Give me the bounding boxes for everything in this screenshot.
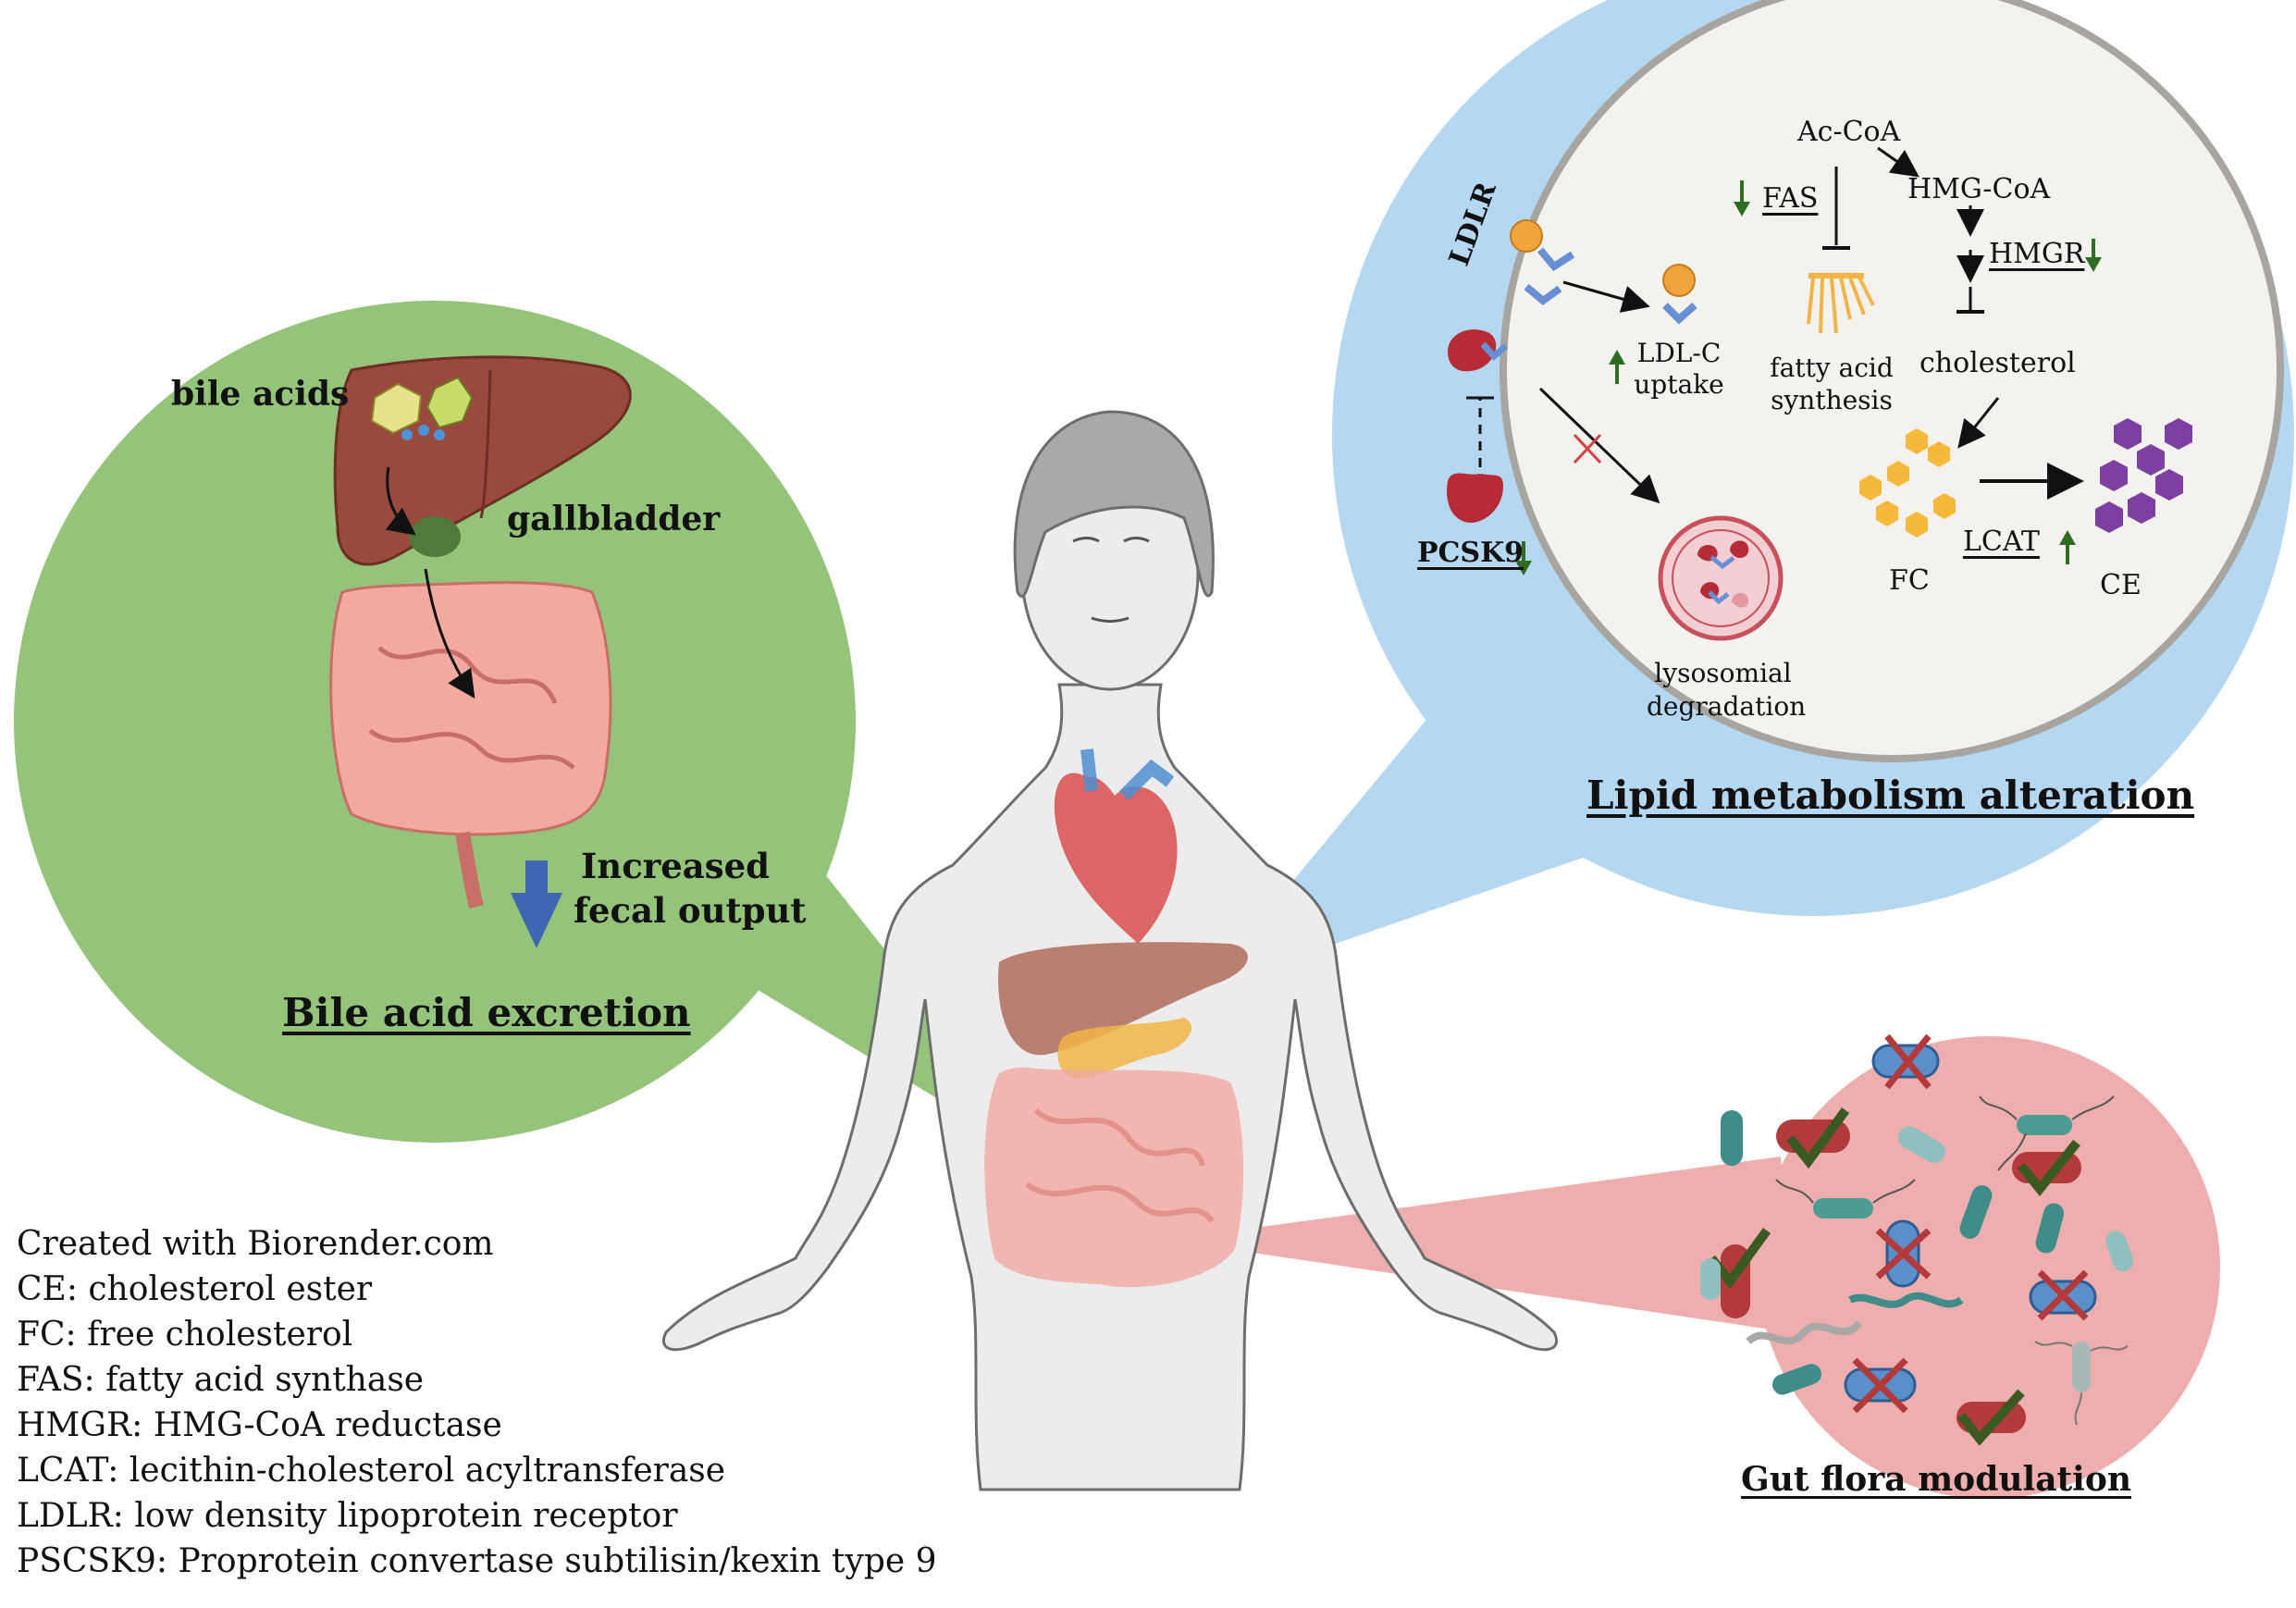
mouth-icon <box>1091 616 1129 623</box>
lysosomal-degradation-label: lysosomial degradation <box>1647 657 1807 724</box>
bile-intestine-icon <box>329 581 612 909</box>
acoa-to-hmgcoa-arrow <box>1877 146 1920 178</box>
bacterium-teal-icon <box>1721 1110 1743 1166</box>
hair <box>1013 410 1215 598</box>
fecal-down-arrow-icon <box>511 860 562 948</box>
ldlc-line2: uptake <box>1634 369 1724 400</box>
legend-item: LDLR: low density lipoprotein receptor <box>17 1497 678 1535</box>
legend-item: FC: free cholesterol <box>17 1316 353 1354</box>
cholesterol-to-fc-arrow <box>1957 397 2000 449</box>
bacterium-flagellated-icon <box>1979 1095 2115 1171</box>
legend-credit: Created with Biorender.com <box>17 1225 494 1263</box>
bacterium-pale-icon <box>1898 1126 1945 1163</box>
liver-icon <box>998 942 1248 1056</box>
blocked-x-icon <box>1573 433 1602 464</box>
right-eye-icon <box>1123 537 1150 543</box>
ldl-particle-bound-icon <box>1662 264 1697 325</box>
fas-label: FAS <box>1762 182 1819 215</box>
lysosome-icon <box>1658 515 1784 641</box>
liver-to-gallbladder-arrow <box>385 466 416 536</box>
fecal-output-label: Increased fecal output <box>574 844 807 933</box>
legend-item: CE: cholesterol ester <box>17 1270 373 1308</box>
fas-down-arrow-icon <box>1734 180 1750 216</box>
legend-item: HMGR: HMG-CoA reductase <box>17 1406 502 1444</box>
fecal-output-line2: fecal output <box>574 890 807 931</box>
human-body <box>662 410 1558 1491</box>
bacterium-pale-icon <box>2105 1231 2134 1272</box>
bile-acid-crystals <box>370 376 474 440</box>
bacterium-red-checked-icon <box>1957 1389 2026 1446</box>
gallbladder-icon <box>409 516 461 557</box>
fatty-acid-lipid-icon <box>1807 273 1875 334</box>
legend: Created with Biorender.com CE: cholester… <box>17 1221 937 1584</box>
bacterium-blue-crossed-icon <box>1871 1033 1940 1090</box>
ldlr-to-lysosome-arrow <box>1538 387 1660 504</box>
ce-label: CE <box>2100 569 2142 601</box>
pcsk9-down-arrow-icon <box>1515 541 1532 575</box>
hmgr-label: HMGR <box>1989 238 2085 270</box>
gut-flora-title: Gut flora modulation <box>1741 1460 2132 1499</box>
left-eye-icon <box>1072 537 1100 543</box>
legend-item: PSCSK9: Proprotein convertase subtilisin… <box>17 1542 937 1580</box>
free-cholesterol-icon <box>1859 428 1956 538</box>
bacterium-blue-crossed-icon <box>1875 1219 1932 1288</box>
heart-icon <box>1054 773 1178 944</box>
bacterium-teal-icon <box>2035 1203 2065 1254</box>
fatty-acid-line2: synthesis <box>1771 385 1893 415</box>
lyso-line2: degradation <box>1647 691 1807 722</box>
lipid-title: Lipid metabolism alteration <box>1586 773 2195 818</box>
bacterium-pale-icon <box>1700 1258 1721 1300</box>
intestine-icon <box>984 1067 1244 1288</box>
bacterium-blue-crossed-icon <box>2029 1269 2097 1321</box>
cholesterol-label: cholesterol <box>1920 347 2076 379</box>
cholesterol-ester-icon <box>2095 418 2192 533</box>
lcat-up-arrow-icon <box>2059 530 2076 564</box>
ldlc-line1: LDL-C <box>1636 338 1722 368</box>
lyso-line1: lysosomial <box>1654 658 1792 688</box>
bacterium-red-checked-icon <box>1776 1107 1850 1169</box>
gallbladder-label: gallbladder <box>507 500 721 538</box>
acoa-label: Ac-CoA <box>1797 116 1901 148</box>
hmgcoa-label: HMG-CoA <box>1907 173 2051 205</box>
bacterium-spiral-icon <box>1746 1320 1863 1345</box>
pancreas-icon <box>1057 1018 1192 1079</box>
hmgr-down-arrow-icon <box>2085 239 2102 272</box>
ldlr-to-uptake-arrow <box>1562 280 1650 313</box>
fc-label: FC <box>1889 564 1930 597</box>
ldl-particle-icon <box>1510 219 1575 306</box>
pcsk9-ldlr-complex-icon <box>1448 329 1509 372</box>
bacterium-teal-icon <box>1959 1185 1993 1239</box>
bacterium-blue-crossed-icon <box>1844 1357 1917 1414</box>
lcat-label: LCAT <box>1963 526 2040 558</box>
legend-item: FAS: fatty acid synthase <box>17 1361 425 1399</box>
bacterium-flagellated-icon <box>2034 1341 2129 1426</box>
ldlc-uptake-label: LDL-C uptake <box>1633 338 1725 401</box>
fatty-acid-synthesis-label: fatty acid synthesis <box>1762 352 1901 416</box>
bacterium-spiral-icon <box>1848 1292 1964 1308</box>
bacterium-red-checked-icon <box>2012 1139 2081 1197</box>
legend-item: LCAT: lecithin-cholesterol acyltransfera… <box>17 1452 726 1490</box>
bile-acid-title: Bile acid excretion <box>282 990 691 1035</box>
bacterium-flagellated-icon <box>1775 1179 1916 1218</box>
fecal-output-line1: Increased <box>581 846 770 886</box>
pcsk9-label: PCSK9 <box>1417 537 1524 569</box>
gut-bacteria-group <box>1700 1033 2134 1446</box>
fatty-acid-line1: fatty acid <box>1770 353 1894 383</box>
bile-acids-label: bile acids <box>171 375 350 414</box>
bacterium-teal-icon <box>1771 1364 1821 1395</box>
ldlc-up-arrow-icon <box>1609 350 1625 384</box>
pcsk9-icon <box>1447 473 1503 523</box>
gallbladder-to-intestine-arrow <box>424 568 475 699</box>
